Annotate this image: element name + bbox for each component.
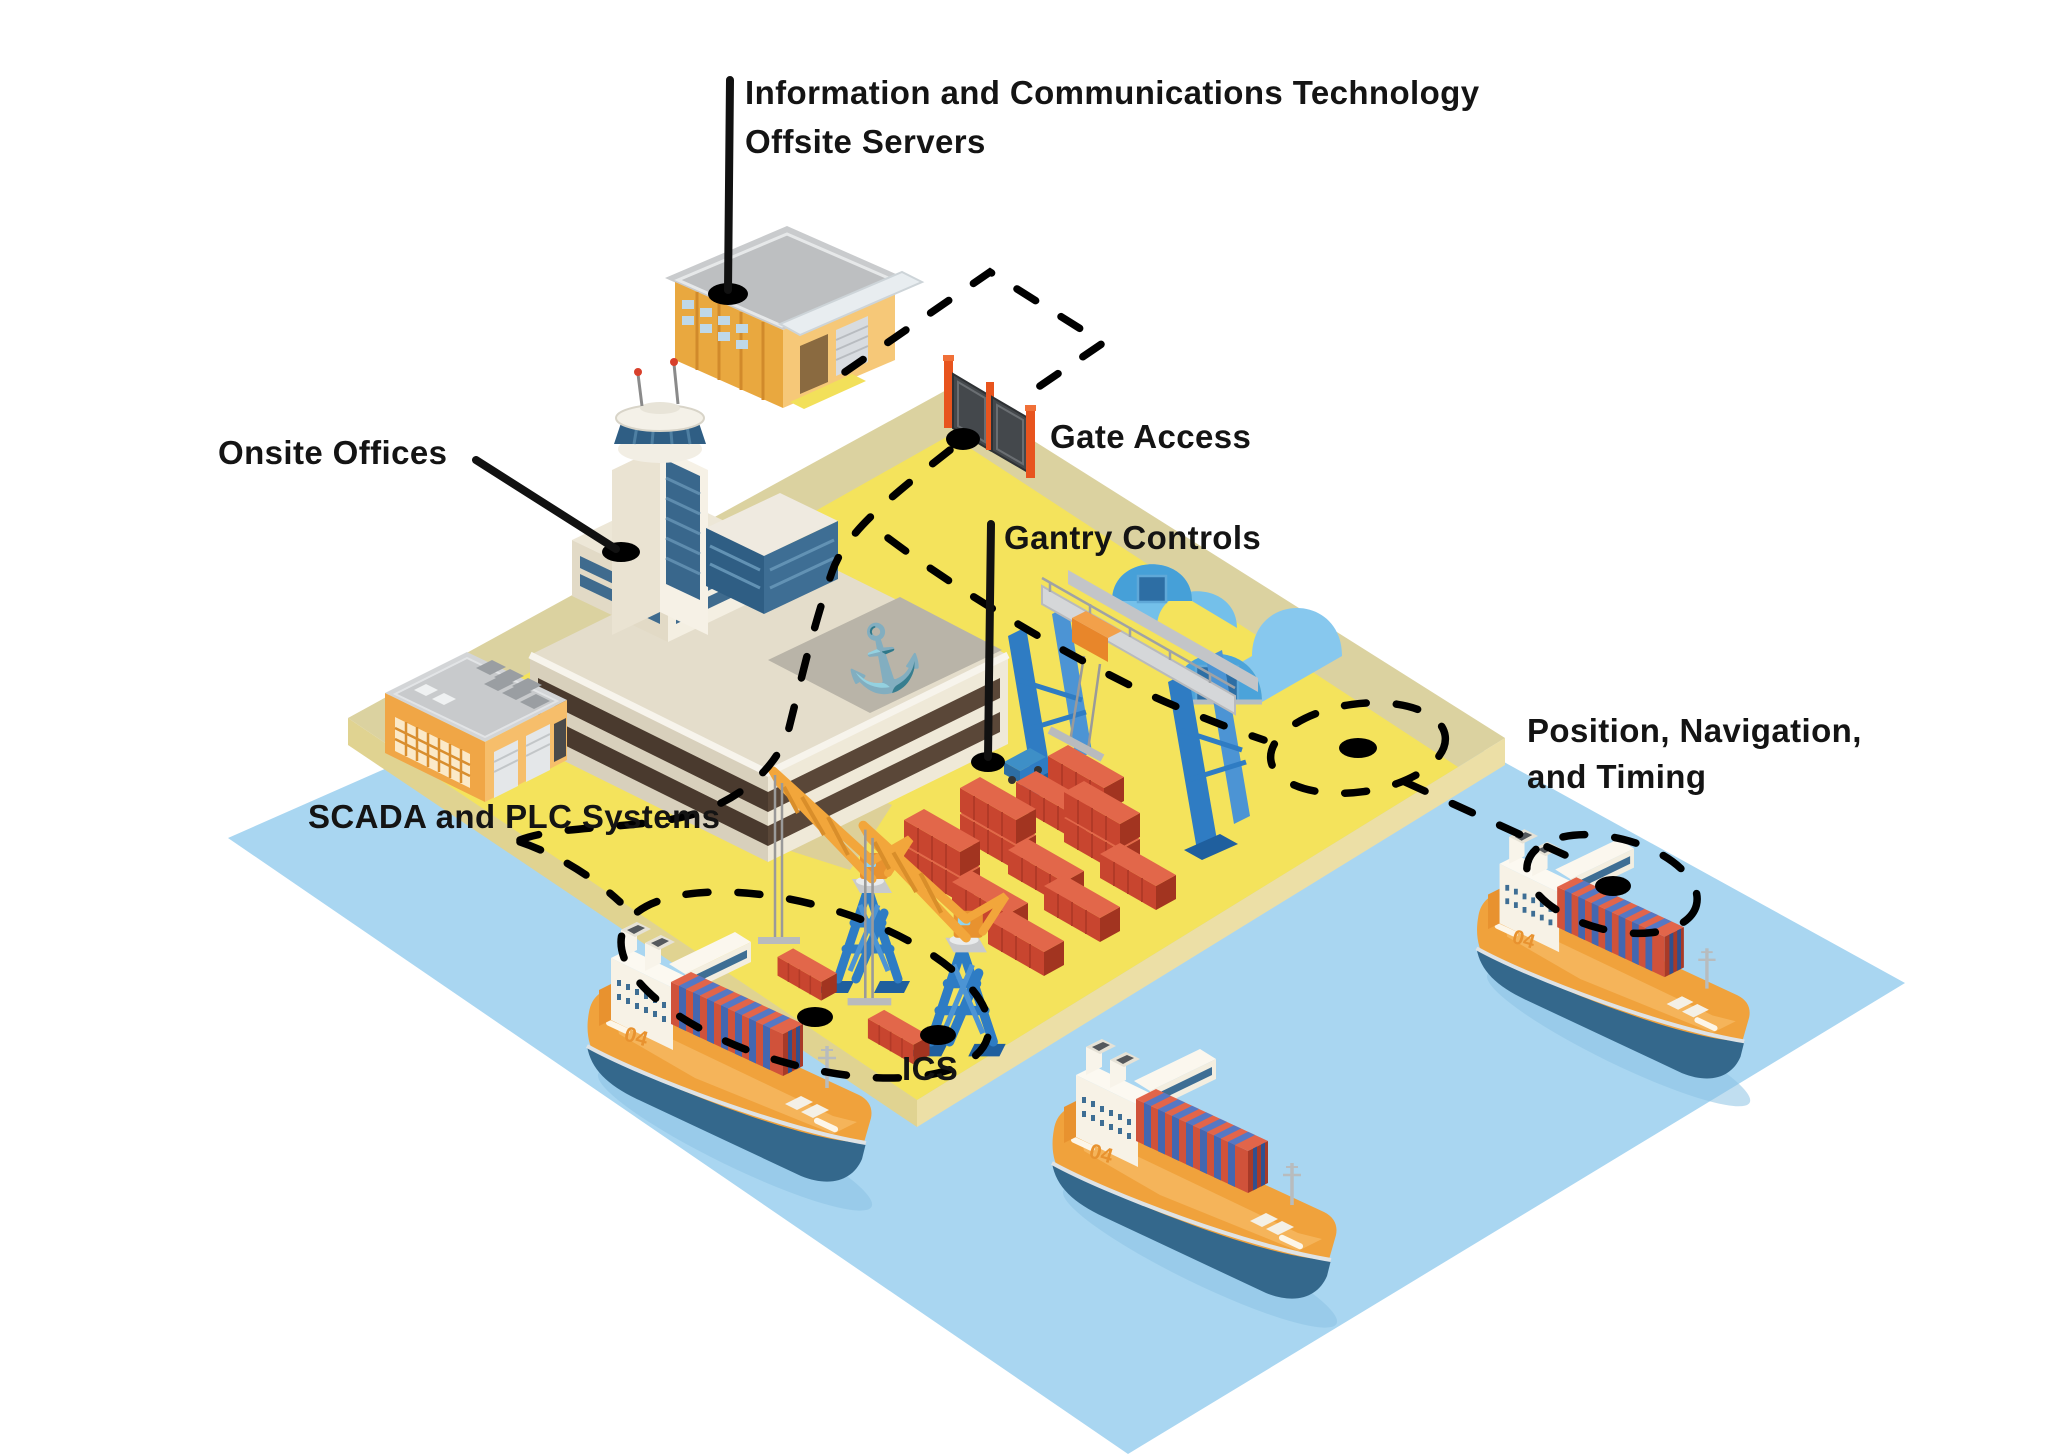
label-ics: ICS [902,1050,958,1087]
dot-pnt-ship [1595,876,1631,896]
dot-ics-right [920,1025,956,1045]
ics-dashed-circle [617,888,993,1082]
rooftop-antennas [634,358,680,407]
label-ict-line2: Offsite Servers [745,123,986,160]
dot-pnt-yard [1339,738,1377,758]
callout-line-onsite [472,456,620,553]
label-pnt-line2: and Timing [1527,758,1706,795]
path-gate-to-scada [516,446,954,844]
onsite-offices-building: ⚓ [528,358,1010,862]
callout-lines [472,76,995,761]
network-paths [516,267,1701,1082]
quonset-warehouses [1112,564,1342,705]
dot-offsite-servers [708,283,748,305]
dot-ics-left [797,1007,833,1027]
gantry-crane [1004,570,1258,860]
scada-warehouse [385,652,567,802]
label-ict-line1: Information and Communications Technolog… [745,74,1480,111]
label-onsite-offices: Onsite Offices [218,434,447,471]
dot-gate-access [946,428,980,450]
label-scada-plc: SCADA and PLC Systems [308,798,720,835]
pnt-yard-dashed-circle [1266,698,1450,798]
pnt-ship-dashed-circle [1523,830,1701,938]
label-pnt-line1: Position, Navigation, [1527,712,1862,749]
callout-line-gantry [984,520,995,761]
path-to-pnt-circle [884,534,1268,744]
hotspot-dots [602,283,1631,1045]
dot-gantry-controls [971,752,1005,772]
label-gantry-controls: Gantry Controls [1004,519,1261,556]
diagram-labels: Information and Communications Technolog… [218,74,1862,1087]
path-scada-to-ics [516,838,624,906]
label-gate-access: Gate Access [1050,418,1251,455]
callout-line-ict [724,76,734,294]
